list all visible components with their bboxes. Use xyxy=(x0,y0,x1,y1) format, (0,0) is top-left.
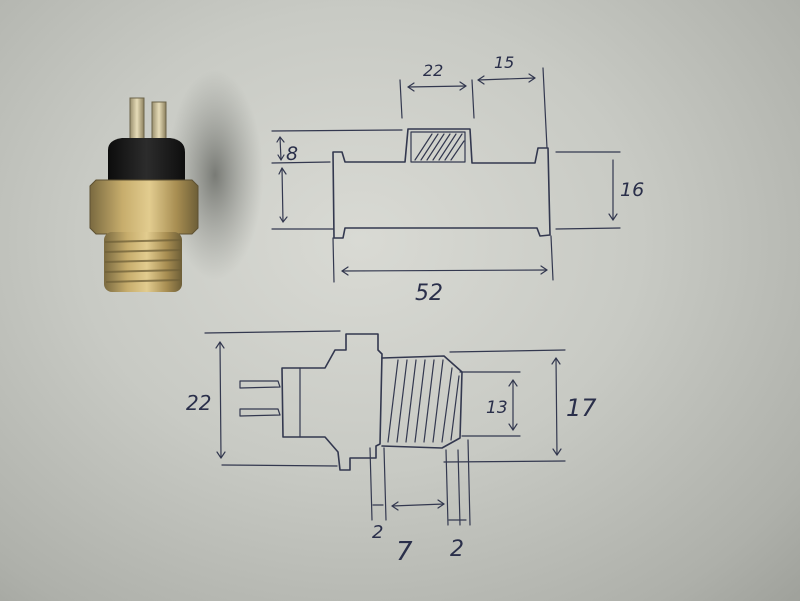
dim-22-side: 22 xyxy=(186,391,211,415)
side-view-drawing xyxy=(204,330,566,526)
dim-17: 17 xyxy=(566,394,597,422)
dim-8: 8 xyxy=(286,143,298,165)
dim-13: 13 xyxy=(486,398,508,418)
dim-22-top: 22 xyxy=(423,61,443,80)
dim-7: 7 xyxy=(396,537,413,567)
dim-2-small: 2 xyxy=(450,537,464,562)
dim-52: 52 xyxy=(415,281,443,306)
plastic-cap xyxy=(108,138,185,182)
thread-lines xyxy=(104,239,182,283)
top-view-drawing xyxy=(271,67,621,283)
dim-15: 15 xyxy=(494,53,514,72)
brass-hex xyxy=(89,179,199,235)
dim-16: 16 xyxy=(620,179,644,201)
dim-2: 2 xyxy=(372,522,383,543)
